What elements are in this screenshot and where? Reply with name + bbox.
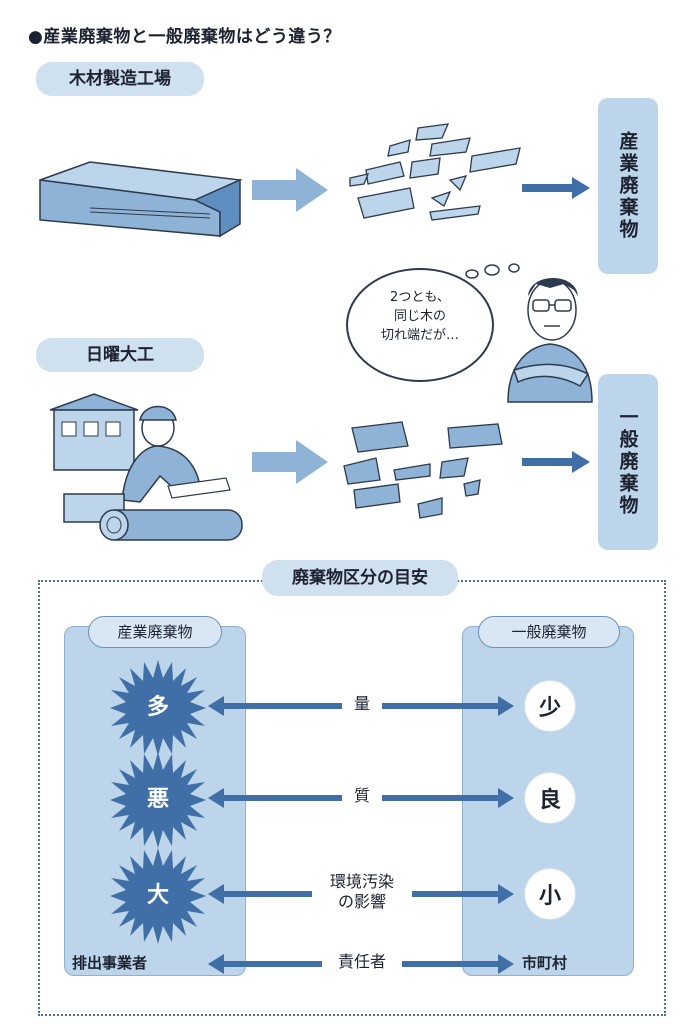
impact-industrial: 大 — [146, 883, 169, 908]
arrow-icon — [522, 451, 590, 473]
impact-label-line-1: 環境汚染 — [329, 872, 394, 891]
responsible-general: 市町村 — [522, 954, 568, 972]
industrial-waste-box: 産業廃棄物 — [598, 98, 658, 274]
quantity-industrial: 多 — [146, 695, 169, 720]
thought-dots — [465, 263, 520, 279]
industrial-waste-label: 産業廃棄物 — [616, 131, 639, 241]
quality-general: 良 — [524, 772, 576, 824]
guide-title: 廃棄物区分の目安 — [262, 560, 458, 596]
arrow-icon — [252, 168, 328, 212]
responsible-label: 責任者 — [322, 952, 402, 972]
thinking-man-illustration — [507, 278, 593, 403]
responsible-industrial: 排出事業者 — [72, 954, 148, 972]
general-panel-header: 一般廃棄物 — [478, 616, 620, 648]
arrow-icon — [252, 440, 328, 484]
thought-line-1: 2つとも、 — [390, 290, 450, 305]
quality-industrial: 悪 — [146, 787, 169, 812]
starburst-icon: 多 — [110, 660, 206, 756]
page-title: ●産業廃棄物と一般廃棄物はどう違う？ — [28, 27, 341, 47]
starburst-icon: 悪 — [110, 752, 206, 848]
thought-line-3: 切れ端だが… — [380, 328, 459, 343]
wood-pieces-illustration — [343, 421, 503, 519]
impact-label-line-2: の影響 — [337, 892, 386, 911]
general-waste-box: 一般廃棄物 — [598, 374, 658, 550]
impact-label: 環境汚染 の影響 — [312, 872, 412, 912]
wood-scraps-illustration — [349, 123, 521, 221]
quantity-label: 量 — [342, 694, 382, 714]
quality-label: 質 — [342, 786, 382, 806]
factory-illustration — [39, 161, 243, 238]
industrial-panel-header: 産業廃棄物 — [88, 616, 222, 648]
arrow-icon — [522, 177, 590, 199]
factory-label: 木材製造工場 — [36, 62, 204, 96]
starburst-icon: 大 — [110, 848, 206, 944]
thought-bubble: 2つとも、 同じ木の 切れ端だが… — [346, 268, 494, 382]
quantity-general: 少 — [524, 680, 576, 732]
thought-line-2: 同じ木の — [393, 309, 446, 324]
general-waste-label: 一般廃棄物 — [616, 407, 639, 517]
diy-label: 日曜大工 — [36, 338, 204, 372]
impact-general: 小 — [524, 868, 576, 920]
carpenter-illustration — [49, 393, 243, 541]
